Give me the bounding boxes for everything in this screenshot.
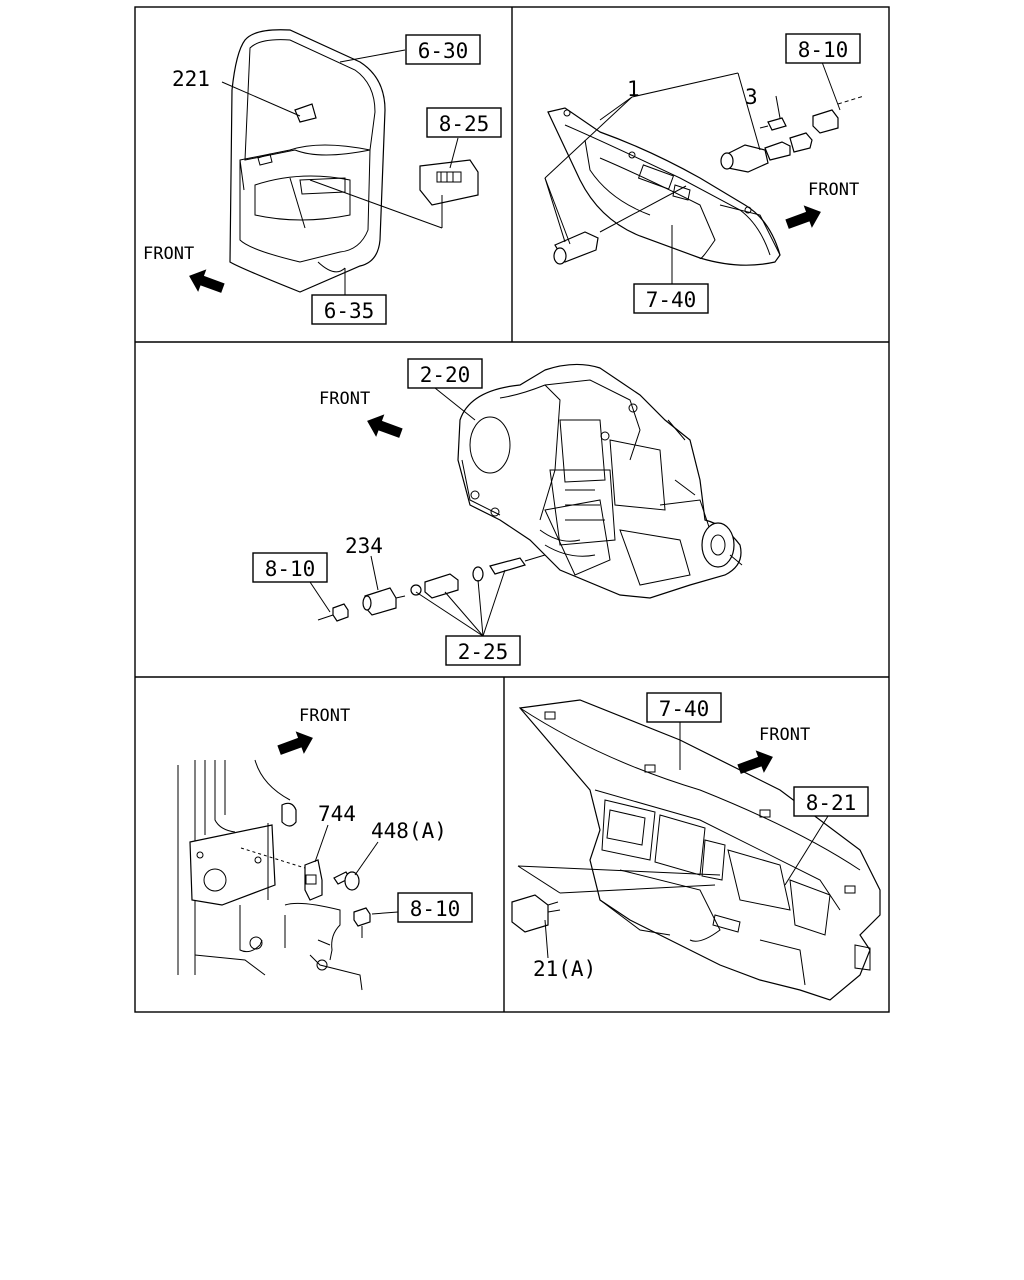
part-label-448a: 448(A) [371, 819, 447, 843]
front-label: FRONT [319, 389, 370, 409]
ref-box-8-10[interactable]: 8-10 [785, 33, 861, 64]
front-label: FRONT [759, 725, 810, 745]
ref-label-2-20: 2-20 [420, 363, 471, 387]
power-window-switch [419, 159, 479, 206]
speed-sensor [362, 587, 406, 616]
front-arrow-icon [189, 269, 225, 293]
part-label-234: 234 [345, 534, 383, 558]
ref-label-8-10: 8-10 [798, 38, 849, 62]
connector [317, 603, 349, 622]
ref-box-2-25[interactable]: 2-25 [445, 635, 521, 666]
ref-box-8-25[interactable]: 8-25 [426, 107, 502, 138]
ref-box-7-40[interactable]: 7-40 [633, 283, 709, 314]
dash-switch [511, 894, 561, 933]
connector [353, 907, 371, 938]
ref-label-8-21: 8-21 [806, 791, 857, 815]
ref-box-2-20[interactable]: 2-20 [407, 358, 483, 389]
part-label-1: 1 [627, 77, 640, 101]
ref-box-6-30[interactable]: 6-30 [405, 34, 481, 65]
frame-drawing [177, 759, 363, 991]
ref-label-8-25: 8-25 [439, 112, 490, 136]
panel-frame-sensor: 744 448(A) 8-10 FRONT [177, 706, 473, 991]
front-arrow-icon [367, 414, 403, 438]
speedometer-driven-gear [410, 554, 546, 599]
speed-sensor [304, 859, 323, 901]
part-label-221: 221 [172, 67, 210, 91]
ref-label-7-40: 7-40 [646, 288, 697, 312]
bolt [333, 871, 360, 891]
door-drawing [229, 29, 386, 293]
part-label-21a: 21(A) [533, 957, 596, 981]
ref-label-6-30: 6-30 [418, 39, 469, 63]
ref-label-6-35: 6-35 [324, 299, 375, 323]
front-arrow-icon [277, 731, 313, 755]
instrument-panel-drawing [518, 699, 881, 1001]
switch-assembly [553, 132, 813, 265]
front-label: FRONT [299, 706, 350, 726]
ref-label-2-25: 2-25 [458, 640, 509, 664]
part-label-3: 3 [745, 85, 758, 109]
part-label-744: 744 [318, 802, 356, 826]
panel-door: 6-30 8-25 6-35 221 FRONT [143, 29, 502, 325]
panel-frame [134, 6, 890, 1013]
front-arrow-icon [785, 205, 821, 229]
connector [812, 109, 839, 134]
transmission-drawing [457, 363, 743, 599]
ref-label-8-10: 8-10 [265, 557, 316, 581]
front-arrow-icon [737, 750, 773, 774]
ref-box-8-10[interactable]: 8-10 [397, 892, 473, 923]
ref-box-6-35[interactable]: 6-35 [311, 294, 387, 325]
front-label: FRONT [808, 180, 859, 200]
panel-dash-switch: 8-10 7-40 1 3 FRONT [544, 33, 865, 314]
ref-label-8-10: 8-10 [410, 897, 461, 921]
ref-box-8-10[interactable]: 8-10 [252, 552, 328, 583]
front-label: FRONT [143, 244, 194, 264]
ref-box-7-40[interactable]: 7-40 [646, 692, 722, 723]
panel-transmission: 2-20 8-10 2-25 234 FRONT [252, 358, 743, 666]
ref-box-8-21[interactable]: 8-21 [793, 786, 869, 817]
ref-label-7-40: 7-40 [659, 697, 710, 721]
interior-lamp [294, 103, 317, 123]
bulb [759, 117, 787, 131]
panel-instrument: 7-40 8-21 21(A) FRONT [511, 692, 881, 1001]
